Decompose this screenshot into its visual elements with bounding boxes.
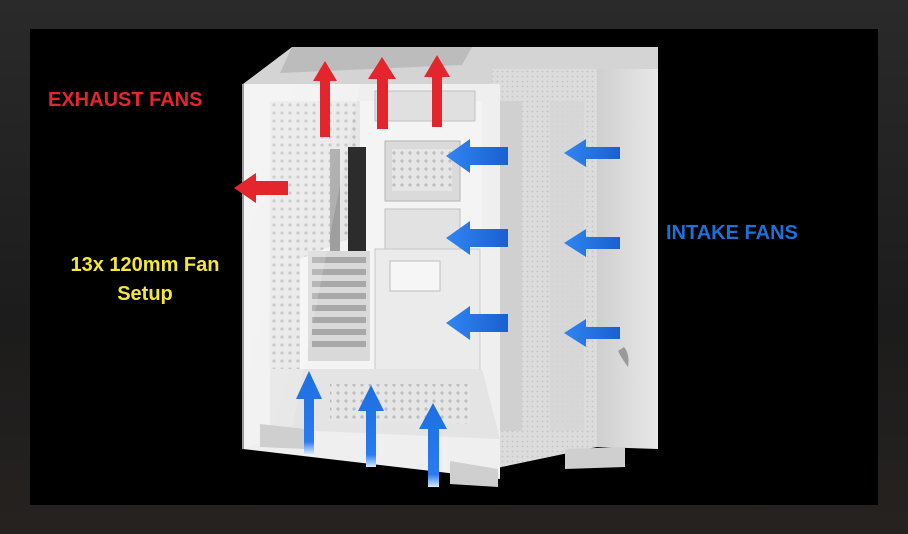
red-arrow-icon [313,61,337,137]
blue-arrow-icon [564,139,620,167]
blue-arrow-icon [446,306,508,340]
fan-setup-line1: 13x 120mm Fan [70,254,220,276]
case-foot [450,461,498,487]
fan-setup-line2: Setup [117,283,173,305]
case-foot [565,447,625,469]
exhaust-fans-label: EXHAUST FANS [48,89,203,111]
slide-canvas: EXHAUST FANS INTAKE FANS 13x 120mm Fan S… [30,29,878,505]
blue-arrow-icon [296,371,322,454]
sail-logo-icon [618,347,629,367]
blue-arrow-icon [358,385,384,467]
red-arrow-icon [234,173,288,203]
pc-case-illustration [234,47,658,487]
case-foot [260,424,305,449]
blue-arrow-icon [446,139,508,173]
blue-arrow-icon [419,403,447,487]
blue-arrow-icon [564,229,620,257]
fan-setup-label: 13x 120mm Fan Setup [50,251,240,309]
red-arrow-icon [424,55,450,127]
blue-arrow-icon [564,319,620,347]
intake-fans-label: INTAKE FANS [666,222,798,244]
front-panel [597,69,658,449]
red-arrow-icon [368,57,396,129]
blue-arrow-icon [446,221,508,255]
